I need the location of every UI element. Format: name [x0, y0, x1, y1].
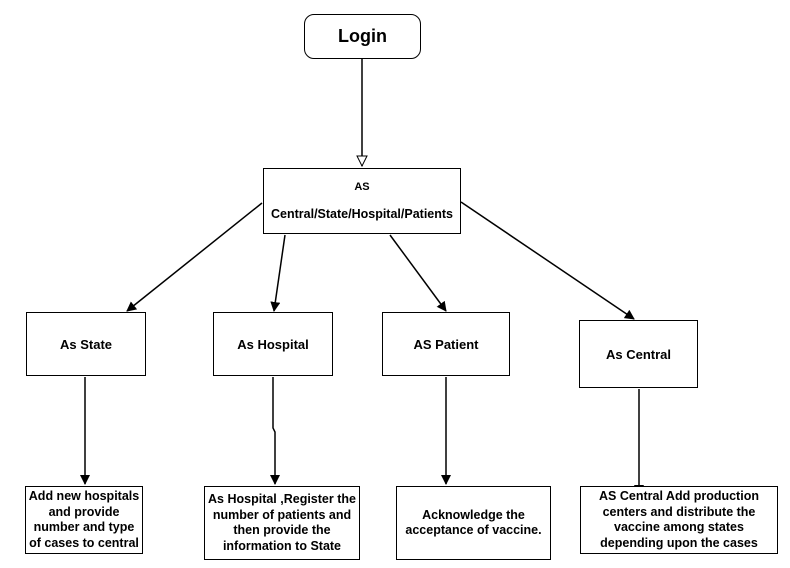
edge-actor-patient	[389, 234, 447, 312]
desc-state-line: number and type	[33, 520, 135, 534]
edge-hospital-desc	[270, 377, 280, 485]
desc-state-line: and provide	[48, 504, 120, 519]
role-patient-label: AS Patient	[413, 336, 479, 352]
desc-hospital-node: As Hospital ,Register the number of pati…	[204, 486, 360, 560]
desc-hospital-line: number of patients and	[212, 507, 352, 522]
edge-actor-hospital	[270, 234, 286, 312]
desc-central-line: AS Central Add production	[599, 489, 759, 503]
actor-line-2: Central/State/Hospital/Patients	[271, 207, 453, 221]
desc-central-line: depending upon the cases	[600, 535, 758, 550]
desc-central-node: AS Central Add production centers and di…	[580, 486, 778, 554]
desc-patient-node: Acknowledge the acceptance of vaccine.	[396, 486, 551, 560]
desc-central-line: vaccine among states	[614, 520, 744, 534]
desc-hospital-line: then provide the	[233, 523, 331, 537]
login-node: Login	[304, 14, 421, 59]
role-state-label: As State	[59, 336, 113, 352]
role-patient-node: AS Patient	[382, 312, 510, 376]
actor-line-1: AS	[354, 181, 370, 193]
desc-patient-line: Acknowledge the	[422, 507, 525, 522]
role-hospital-label: As Hospital	[237, 336, 309, 352]
role-hospital-node: As Hospital	[213, 312, 333, 376]
desc-hospital-line: As Hospital ,Register the	[208, 492, 356, 506]
desc-central-line: centers and distribute the	[602, 504, 756, 519]
desc-patient-line: acceptance of vaccine.	[405, 523, 542, 537]
role-central-node: As Central	[579, 320, 698, 388]
role-central-label: As Central	[605, 346, 672, 362]
desc-state-line: Add new hospitals	[28, 489, 140, 503]
edge-actor-central	[460, 201, 635, 320]
actor-node: AS Central/State/Hospital/Patients	[263, 168, 461, 234]
edge-actor-state	[126, 202, 263, 312]
desc-state-node: Add new hospitals and provide number and…	[25, 486, 143, 554]
desc-hospital-line: information to State	[222, 538, 342, 553]
login-label: Login	[338, 26, 387, 46]
role-state-node: As State	[26, 312, 146, 376]
desc-state-line: of cases to central	[29, 535, 139, 550]
